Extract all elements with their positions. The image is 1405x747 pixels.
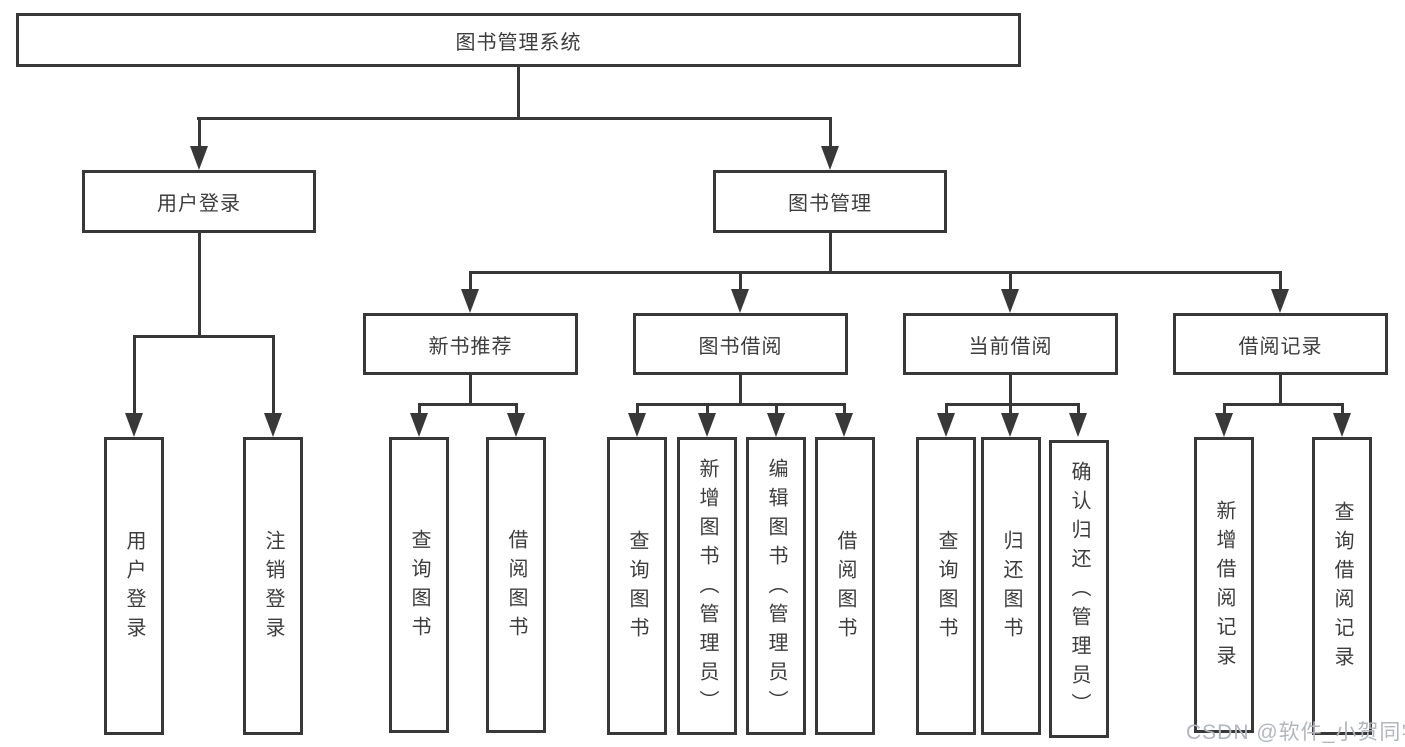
- connector-s2-stub-2: [706, 403, 709, 414]
- connector-book-mgmt-vertical: [829, 233, 832, 273]
- node-s4-query-borrow-record: 查询借阅记录: [1312, 437, 1372, 735]
- connector-stub-book-mgmt: [829, 117, 832, 147]
- node-logout-action: 注销登录: [243, 437, 303, 735]
- connector-s2-stub-4: [843, 403, 846, 414]
- node-s1-borrow-books: 借阅图书: [486, 437, 546, 733]
- arrowhead-s3-confirm-return: [1069, 413, 1087, 437]
- node-current-borrow: 当前借阅: [903, 313, 1118, 375]
- connector-s4-horizontal: [1223, 403, 1343, 406]
- node-root-system: 图书管理系统: [16, 13, 1021, 67]
- arrowhead-to-book-borrow: [731, 289, 749, 313]
- connector-s2-stub-3: [775, 403, 778, 414]
- connector-stub-new-book: [469, 271, 472, 291]
- arrowhead-to-login-action: [125, 413, 143, 437]
- connector-stub-borrow-records: [1279, 271, 1282, 291]
- arrowhead-s2-add-book: [698, 413, 716, 437]
- arrowhead-to-current-borrow: [1001, 289, 1019, 313]
- node-s1-query-books: 查询图书: [389, 437, 449, 733]
- node-s4-add-borrow-record: 新增借阅记录: [1194, 437, 1254, 733]
- node-s2-add-book-admin: 新增图书（管理员）: [677, 437, 737, 735]
- connector-s3-stub-3: [1077, 403, 1080, 414]
- connector-stub-book-borrow: [739, 271, 742, 291]
- connector-s3-stub-2: [1009, 403, 1012, 414]
- node-new-book-recommend: 新书推荐: [363, 313, 578, 375]
- arrowhead-to-borrow-records: [1271, 289, 1289, 313]
- node-s2-query-books: 查询图书: [607, 437, 667, 735]
- connector-level2-horizontal: [197, 117, 832, 120]
- node-user-login-action: 用户登录: [104, 437, 164, 735]
- csdn-watermark: CSDN @软件_小贺同学: [1186, 721, 1405, 744]
- arrowhead-to-new-book: [461, 289, 479, 313]
- arrowhead-s4-add-record: [1215, 413, 1233, 437]
- connector-s4-stub-1: [1223, 403, 1226, 414]
- connector-s3-vertical: [1009, 375, 1012, 406]
- arrowhead-s2-borrow-books: [835, 413, 853, 437]
- arrowhead-s2-query-books: [628, 413, 646, 437]
- connector-user-login-vertical: [198, 233, 201, 337]
- connector-s4-stub-2: [1341, 403, 1344, 414]
- arrowhead-s3-return-books: [1001, 413, 1019, 437]
- arrowhead-to-book-mgmt: [821, 146, 839, 170]
- connector-s3-horizontal: [945, 403, 1080, 406]
- connector-level3-horizontal: [469, 271, 1282, 274]
- node-book-management: 图书管理: [713, 170, 947, 233]
- node-s3-query-books: 查询图书: [916, 437, 976, 735]
- node-borrow-records: 借阅记录: [1173, 313, 1388, 375]
- arrowhead-s2-edit-book: [767, 413, 785, 437]
- node-s2-borrow-books: 借阅图书: [815, 437, 875, 735]
- node-s2-edit-book-admin: 编辑图书（管理员）: [746, 437, 806, 735]
- arrowhead-s1-query-books: [410, 413, 428, 437]
- connector-s1-horizontal: [418, 403, 518, 406]
- connector-stub-logout-action: [272, 335, 275, 413]
- arrowhead-to-user-login: [190, 146, 208, 170]
- connector-s1-stub-2: [515, 403, 518, 414]
- connector-s2-horizontal: [636, 403, 846, 406]
- connector-s4-vertical: [1279, 375, 1282, 406]
- connector-stub-login-action: [133, 335, 136, 413]
- arrowhead-to-logout-action: [264, 413, 282, 437]
- node-book-borrow: 图书借阅: [633, 313, 848, 375]
- connector-stub-current-borrow: [1009, 271, 1012, 291]
- node-user-login: 用户登录: [82, 170, 316, 233]
- node-s3-confirm-return-admin: 确认归还（管理员）: [1049, 440, 1109, 738]
- connector-s1-stub-1: [418, 403, 421, 414]
- node-s3-return-books: 归还图书: [981, 437, 1041, 735]
- connector-user-login-horizontal: [133, 335, 274, 338]
- arrowhead-s3-query-books: [937, 413, 955, 437]
- connector-s2-stub-1: [636, 403, 639, 414]
- connector-s2-vertical: [739, 375, 742, 406]
- connector-s1-vertical: [469, 375, 472, 406]
- arrowhead-s4-query-record: [1333, 413, 1351, 437]
- connector-root-vertical: [517, 67, 520, 119]
- connector-stub-user-login: [198, 117, 201, 147]
- connector-s3-stub-1: [945, 403, 948, 414]
- arrowhead-s1-borrow-books: [507, 413, 525, 437]
